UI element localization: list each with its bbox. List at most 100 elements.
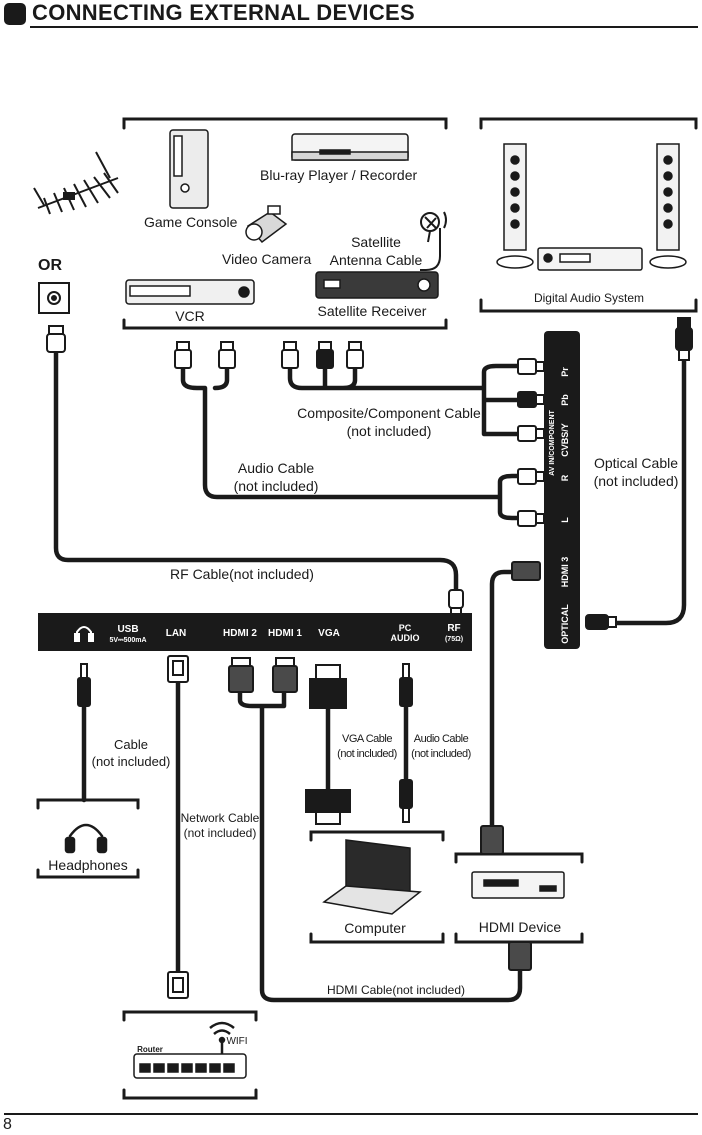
hdmi-cable-label: HDMI Cable(not included) <box>327 983 465 997</box>
rf-cable-label: RF Cable(not included) <box>170 566 314 582</box>
vcr-icon <box>125 279 255 305</box>
antenna-icon <box>33 151 119 215</box>
satellite-dish-icon <box>420 211 447 271</box>
rf-cable <box>53 347 459 599</box>
audio-cable-label-1: Audio Cable <box>238 460 314 476</box>
headphones-label: Headphones <box>48 857 127 873</box>
port-label-usb: USB <box>117 624 138 635</box>
or-label: OR <box>38 257 62 274</box>
vga-cable-label-2: (not included) <box>337 748 397 760</box>
panel-label-pr: Pr <box>560 367 570 377</box>
rca-plug-pr <box>517 358 545 375</box>
optical-plug-top <box>675 317 693 361</box>
rf-plug-bottom <box>448 589 464 617</box>
page-header: CONNECTING EXTERNAL DEVICES <box>0 0 702 30</box>
port-label-pc-audio-2: AUDIO <box>391 633 420 643</box>
hdmi-device-icon <box>471 871 565 899</box>
hdmi-device-plug-top <box>480 825 504 855</box>
headphone-port-icon <box>74 626 94 642</box>
satellite-receiver-icon <box>315 271 439 299</box>
router-label: Router <box>137 1045 163 1054</box>
header-rule <box>30 26 698 28</box>
pc-audio-cable-label-1: Audio Cable <box>414 733 469 745</box>
panel-label-cvbs: CVBS/Y <box>560 423 570 457</box>
audio-cable <box>180 365 523 521</box>
satellite-receiver-label: Satellite Receiver <box>318 303 427 319</box>
rca-plug-cvbs <box>517 425 545 442</box>
panel-label-av-in: AV IN/COMPONENT <box>549 409 556 475</box>
rca-plug-vcr-l <box>174 341 192 369</box>
panel-label-optical: OPTICAL <box>560 604 570 644</box>
digital-audio-label: Digital Audio System <box>534 291 644 305</box>
optical-cable-label-1: Optical Cable <box>594 455 678 471</box>
bluray-player-icon <box>291 133 409 161</box>
rca-plug-sat-2 <box>316 341 334 369</box>
section-marker-icon <box>4 3 26 25</box>
computer-bracket <box>309 830 445 944</box>
page-title: CONNECTING EXTERNAL DEVICES <box>32 0 415 25</box>
port-label-vga: VGA <box>318 628 340 639</box>
optical-cable <box>607 357 687 626</box>
composite-cable-label-2: (not included) <box>347 423 432 439</box>
composite-cable <box>287 363 523 437</box>
rca-plug-sat-3 <box>346 341 364 369</box>
laptop-icon <box>322 839 422 915</box>
rf-plug-top <box>46 325 66 353</box>
headphones-icon <box>64 823 108 854</box>
vga-plug-bottom <box>305 789 351 825</box>
port-label-hdmi2: HDMI 2 <box>223 628 257 639</box>
hdmi3-plug <box>511 561 541 581</box>
network-cable-label-2: (not included) <box>184 826 257 840</box>
optical-cable-label-2: (not included) <box>594 473 679 489</box>
game-console-icon <box>169 129 209 209</box>
vcr-label: VCR <box>175 308 205 324</box>
hdmi-device-plug-bottom <box>508 941 532 971</box>
rca-plug-sat-1 <box>281 341 299 369</box>
panel-label-pb: Pb <box>560 394 570 406</box>
computer-label: Computer <box>344 920 406 936</box>
port-label-rf: RF <box>447 623 460 634</box>
vga-cable-label-1: VGA Cable <box>342 733 392 745</box>
hdmi-device-label: HDMI Device <box>479 919 562 935</box>
source-devices-bracket-bottom <box>122 318 448 330</box>
hdmi1-plug <box>272 657 298 693</box>
port-label-usb-power: 5V⎓500mA <box>109 637 146 644</box>
source-devices-bracket-top <box>122 117 448 130</box>
pc-audio-plug-top <box>399 663 413 707</box>
video-camera-icon <box>245 205 288 244</box>
rca-plug-pb <box>517 391 545 408</box>
antenna-wall-outlet <box>38 282 70 314</box>
rca-plug-vcr-r <box>218 341 236 369</box>
panel-label-r: R <box>560 474 570 481</box>
port-label-pc-audio-1: PC <box>399 623 412 633</box>
headphones-bracket <box>36 798 140 879</box>
headphone-cable-label-2: (not included) <box>92 754 171 769</box>
audio-receiver-icon <box>537 247 643 271</box>
wifi-icon <box>209 1021 235 1054</box>
audio-system-frame <box>479 117 698 313</box>
hdmi-cable <box>237 685 523 1003</box>
satellite-antenna-label-1: Satellite <box>351 234 401 250</box>
port-label-lan: LAN <box>166 628 187 639</box>
wifi-label: WIFI <box>226 1036 247 1047</box>
port-label-rf-ohm: (75Ω) <box>445 636 463 643</box>
hdmi2-plug <box>228 657 254 693</box>
page-number: 8 <box>3 1116 12 1133</box>
side-connector-panel: Pr Pb CVBS/Y AV IN/COMPONENT R L HDMI 3 … <box>544 331 580 649</box>
pc-audio-cable-label-2: (not included) <box>411 748 471 760</box>
pc-audio-plug-bottom <box>399 779 413 823</box>
headphone-cable-label-1: Cable <box>114 737 148 752</box>
satellite-antenna-label-2: Antenna Cable <box>330 252 423 268</box>
hdmi3-cable <box>489 569 517 831</box>
lan-plug-bottom <box>167 971 189 999</box>
vga-plug-top <box>309 664 347 709</box>
router-icon <box>133 1053 247 1079</box>
panel-label-hdmi3: HDMI 3 <box>560 557 570 588</box>
network-cable-label-1: Network Cable <box>181 811 260 825</box>
video-camera-label: Video Camera <box>222 251 311 267</box>
router-bracket <box>122 1010 258 1100</box>
lan-plug-top <box>167 655 189 683</box>
connection-diagram: Pr Pb CVBS/Y AV IN/COMPONENT R L HDMI 3 … <box>33 117 698 1100</box>
game-console-label: Game Console <box>144 214 238 230</box>
rca-plug-r <box>517 468 545 485</box>
